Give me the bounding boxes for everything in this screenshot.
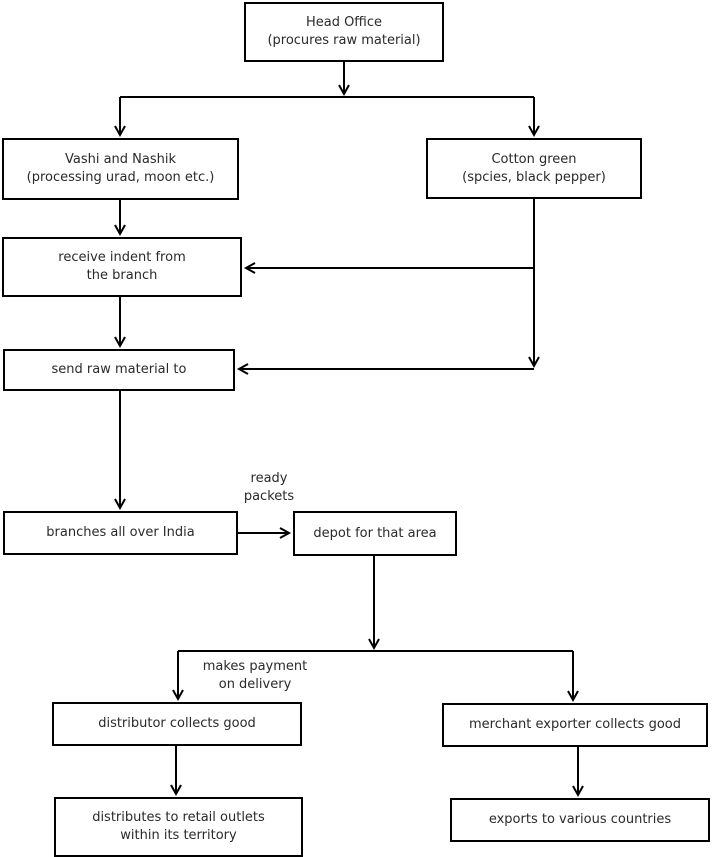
node-cotton-green-line2: (spcies, black pepper) — [462, 169, 606, 185]
edge-label-ready-packets-line2: packets — [243, 488, 295, 504]
node-receive-indent-line1: receive indent from — [58, 250, 186, 266]
node-head-office-line2: (procures raw material) — [267, 33, 421, 48]
node-retail-outlets: distributes to retail outlets within its… — [54, 797, 303, 857]
node-vashi-nashik-line2: (processing urad, moon etc.) — [26, 170, 215, 185]
node-retail-outlets-line1: distributes to retail outlets — [92, 810, 265, 826]
node-vashi-nashik: Vashi and Nashik (processing urad, moon … — [2, 138, 239, 200]
node-retail-outlets-line2: within its territory — [120, 828, 237, 843]
node-branches-india: branches all over India — [3, 511, 238, 555]
node-cotton-green-line1: Cotton green — [491, 151, 577, 167]
node-send-raw-material: send raw material to — [3, 349, 235, 391]
node-branches-india-line1: branches all over India — [46, 525, 195, 541]
node-merchant-exporter: merchant exporter collects good — [442, 703, 708, 747]
node-exports: exports to various countries — [450, 798, 710, 842]
node-receive-indent-line2: the branch — [86, 268, 158, 283]
edge-label-ready-packets: ready packets — [228, 470, 310, 505]
node-distributor-line1: distributor collects good — [98, 716, 256, 732]
node-exports-line1: exports to various countries — [488, 812, 672, 828]
node-receive-indent: receive indent from the branch — [2, 237, 242, 297]
edge-label-ready-packets-line1: ready — [250, 471, 288, 486]
node-cotton-green: Cotton green (spcies, black pepper) — [426, 138, 642, 199]
node-send-raw-material-line1: send raw material to — [51, 362, 187, 378]
node-depot-line1: depot for that area — [313, 525, 437, 541]
node-head-office: Head Office (procures raw material) — [244, 2, 444, 62]
node-distributor: distributor collects good — [52, 702, 302, 746]
edge-label-makes-payment-line2: on delivery — [218, 676, 292, 692]
node-depot: depot for that area — [293, 511, 457, 556]
node-vashi-nashik-line1: Vashi and Nashik — [64, 152, 177, 168]
edge-label-makes-payment: makes payment on delivery — [190, 658, 320, 693]
node-head-office-line1: Head Office — [305, 15, 383, 31]
edge-label-makes-payment-line1: makes payment — [202, 659, 308, 674]
node-merchant-exporter-line1: merchant exporter collects good — [468, 717, 681, 733]
